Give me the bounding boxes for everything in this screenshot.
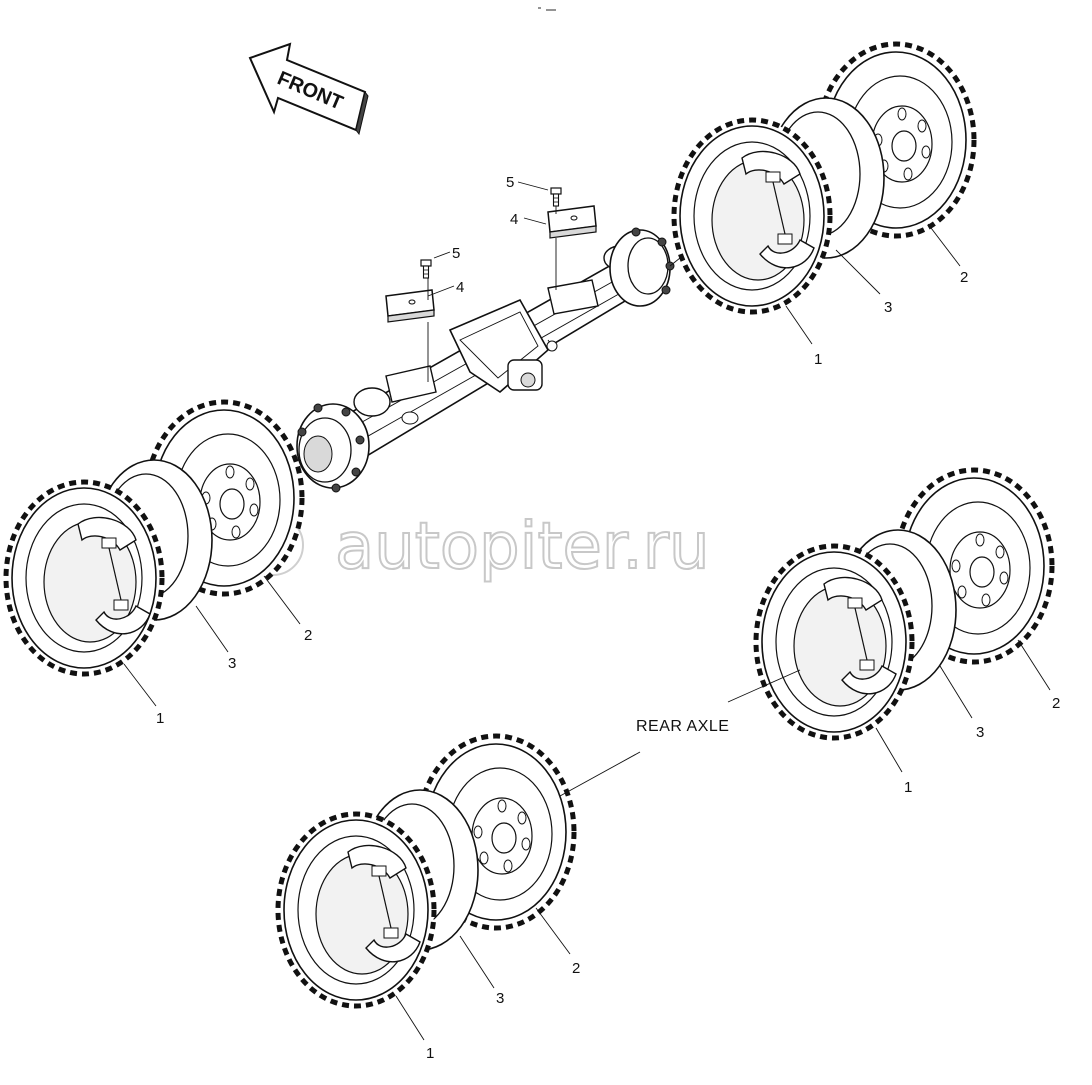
callout-rear-left-tire: 1 — [426, 1045, 434, 1062]
front-direction-arrow: FRONT — [248, 42, 369, 136]
callout-cover-plate-right: 4 — [510, 211, 518, 228]
callout-cover-plate-left: 4 — [456, 279, 464, 296]
watermark-text: autopiter.ru — [335, 510, 710, 584]
callout-front-left-weight: 3 — [228, 655, 236, 672]
callout-labels: 1 3 2 1 3 2 1 3 2 1 3 2 5 4 5 4 — [156, 174, 1060, 1062]
callout-bolt-left: 5 — [452, 245, 460, 262]
callout-rear-left-rim: 2 — [572, 960, 580, 977]
front-axle-assembly — [296, 227, 691, 493]
callout-front-right-weight: 3 — [884, 299, 892, 316]
cover-plate-left — [385, 278, 435, 382]
front-left-wheel-group — [6, 402, 302, 674]
rear-left-wheel-group — [278, 736, 574, 1006]
cover-plate-right — [547, 205, 597, 290]
top-marks — [538, 7, 556, 11]
leader-lines — [123, 181, 1051, 1041]
callout-front-left-rim: 2 — [304, 627, 312, 644]
front-right-tire — [674, 120, 830, 312]
rear-right-wheel-group — [756, 470, 1052, 738]
rear-left-tire — [278, 814, 434, 1006]
callout-rear-right-rim: 2 — [1052, 695, 1060, 712]
callout-front-right-tire: 1 — [814, 351, 822, 368]
bolt-right — [550, 187, 562, 207]
callout-front-left-tire: 1 — [156, 710, 164, 727]
rear-right-tire — [756, 546, 912, 738]
watermark: autopiter.ru — [242, 509, 711, 585]
front-right-wheel-group — [674, 44, 974, 312]
callout-front-right-rim: 2 — [960, 269, 968, 286]
callout-rear-right-tire: 1 — [904, 779, 912, 796]
callout-rear-right-weight: 3 — [976, 724, 984, 741]
bolt-left — [420, 259, 432, 279]
callout-rear-left-weight: 3 — [496, 990, 504, 1007]
rear-axle-label: REAR AXLE — [636, 718, 729, 735]
callout-bolt-right: 5 — [506, 174, 514, 191]
front-left-tire — [6, 482, 162, 674]
